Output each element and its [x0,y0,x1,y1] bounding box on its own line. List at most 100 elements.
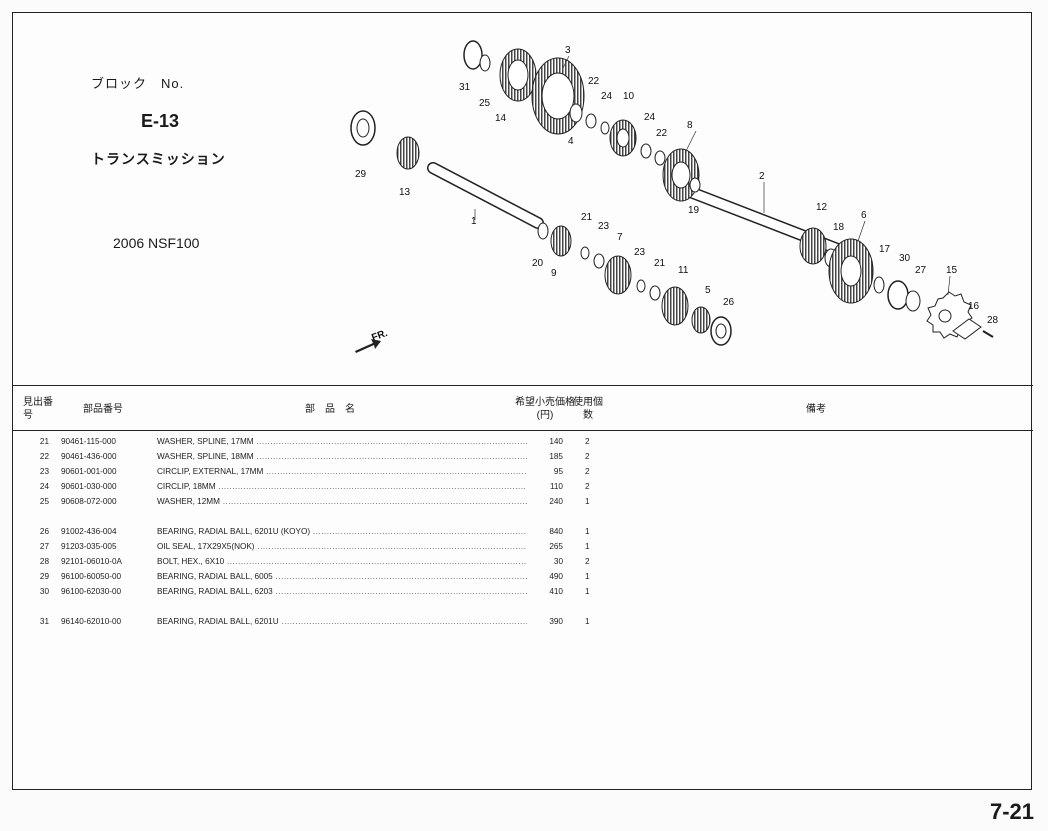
row-qty: 2 [585,557,590,566]
callout-31: 31 [459,82,471,93]
header-part-no: 部品番号 [83,404,123,415]
callout-22a: 22 [588,76,600,87]
row-part-no: 91203-035-005 [61,542,117,551]
callout-13: 13 [399,187,411,198]
callout-8: 8 [687,120,693,131]
row-price: 240 [549,497,563,506]
callout-14: 14 [495,113,507,124]
callout-24b: 24 [644,112,656,123]
callout-25: 25 [479,98,491,109]
callout-1: 1 [471,216,477,227]
callout-23b: 23 [634,247,646,258]
row-price: 840 [549,527,563,536]
front-direction-arrow [355,339,381,353]
direction-label: FR. [370,328,389,344]
table-row: 24 90601-030-000 CIRCLIP, 18MM 110 2 [13,482,1033,496]
callout-labels: 1 2 3 4 5 6 7 8 9 10 11 12 13 14 15 16 1… [355,45,999,326]
row-price: 140 [549,437,563,446]
callout-2: 2 [759,171,765,182]
row-price: 95 [553,467,563,476]
row-ref: 24 [39,482,49,491]
row-part-no: 96140-62010-00 [61,617,122,626]
row-name: OIL SEAL, 17X29X5(NOK) [157,542,527,551]
row-name: WASHER, SPLINE, 17MM [157,437,527,446]
callout-29: 29 [355,169,367,180]
row-price: 410 [549,587,563,596]
callout-11: 11 [678,265,689,276]
callout-12: 12 [816,202,828,213]
row-name: CIRCLIP, 18MM [157,482,527,491]
exploded-diagram: FR. 1 2 3 4 5 6 7 8 9 10 11 12 13 14 15 … [350,40,999,353]
row-part-no: 91002-436-004 [61,527,117,536]
header-note: 備考 [806,404,826,415]
row-ref: 25 [39,497,49,506]
row-ref: 28 [39,557,49,566]
row-name: WASHER, SPLINE, 18MM [157,452,527,461]
callout-4: 4 [568,136,574,147]
callout-17: 17 [879,244,891,255]
callout-20: 20 [532,258,544,269]
row-qty: 2 [585,482,590,491]
header-ref: 見出番号 [23,397,53,421]
block-label: ブロック No. [91,76,185,91]
row-qty: 2 [585,467,590,476]
callout-16: 16 [968,301,980,312]
table-row: 27 91203-035-005 OIL SEAL, 17X29X5(NOK) … [13,542,1033,556]
callout-28: 28 [987,315,999,326]
callout-27: 27 [915,265,927,276]
row-qty: 1 [585,542,590,551]
row-qty: 2 [585,437,590,446]
callout-21a: 21 [581,212,593,223]
row-price: 185 [549,452,563,461]
row-name: CIRCLIP, EXTERNAL, 17MM [157,467,527,476]
row-ref: 29 [39,572,49,581]
header-price: 希望小売価格(円) [515,397,575,421]
row-part-no: 90608-072-000 [61,497,117,506]
countershaft-assembly [463,40,994,340]
row-part-no: 92101-06010-0A [61,557,123,566]
block-number: E-13 [141,111,180,131]
row-price: 490 [549,572,563,581]
callout-26: 26 [723,297,735,308]
section-title: トランスミッション [91,151,226,167]
callout-15: 15 [946,265,958,276]
row-part-no: 90601-030-000 [61,482,117,491]
table-row: 21 90461-115-000 WASHER, SPLINE, 17MM 14… [13,437,1033,451]
row-name: BOLT, HEX., 6X10 [157,557,527,566]
row-ref: 30 [39,587,49,596]
row-qty: 1 [585,497,590,506]
row-price: 390 [549,617,563,626]
callout-10: 10 [623,91,635,102]
table-row: 23 90601-001-000 CIRCLIP, EXTERNAL, 17MM… [13,467,1033,481]
callout-21b: 21 [654,258,666,269]
table-row: 28 92101-06010-0A BOLT, HEX., 6X10 30 2 [13,557,1033,571]
table-row: 30 96100-62030-00 BEARING, RADIAL BALL, … [13,587,1033,601]
row-price: 265 [549,542,563,551]
page-number: 7-21 [989,799,1034,824]
row-ref: 31 [39,617,49,626]
row-qty: 1 [585,572,590,581]
header-qty: 使用個数 [573,397,603,421]
block-info: ブロック No. E-13 トランスミッション 2006 NSF100 [13,13,313,383]
table-row: 22 90461-436-000 WASHER, SPLINE, 18MM 18… [13,452,1033,466]
row-part-no: 90601-001-000 [61,467,117,476]
row-part-no: 90461-115-000 [61,437,116,446]
row-qty: 1 [585,617,590,626]
callout-9: 9 [551,268,557,279]
row-ref: 26 [39,527,49,536]
callout-3: 3 [565,45,571,56]
callout-7: 7 [617,232,623,243]
row-name: WASHER, 12MM [157,497,527,506]
row-name: BEARING, RADIAL BALL, 6005 [157,572,527,581]
row-qty: 1 [585,587,590,596]
callout-22b: 22 [656,128,668,139]
callout-30: 30 [899,253,911,264]
row-price: 30 [553,557,563,566]
table-row: 29 96100-60050-00 BEARING, RADIAL BALL, … [13,572,1033,586]
table-row: 26 91002-436-004 BEARING, RADIAL BALL, 6… [13,527,1033,541]
mainshaft-assembly: FR. [350,110,732,353]
catalog-page: ブロック No. E-13 トランスミッション 2006 NSF100 [12,12,1033,790]
row-ref: 22 [39,452,49,461]
parts-table-header: 見出番号 部品番号 部品名 希望小売価格(円) 使用個数 備考 [13,385,1033,431]
row-name: BEARING, RADIAL BALL, 6203 [157,587,527,596]
